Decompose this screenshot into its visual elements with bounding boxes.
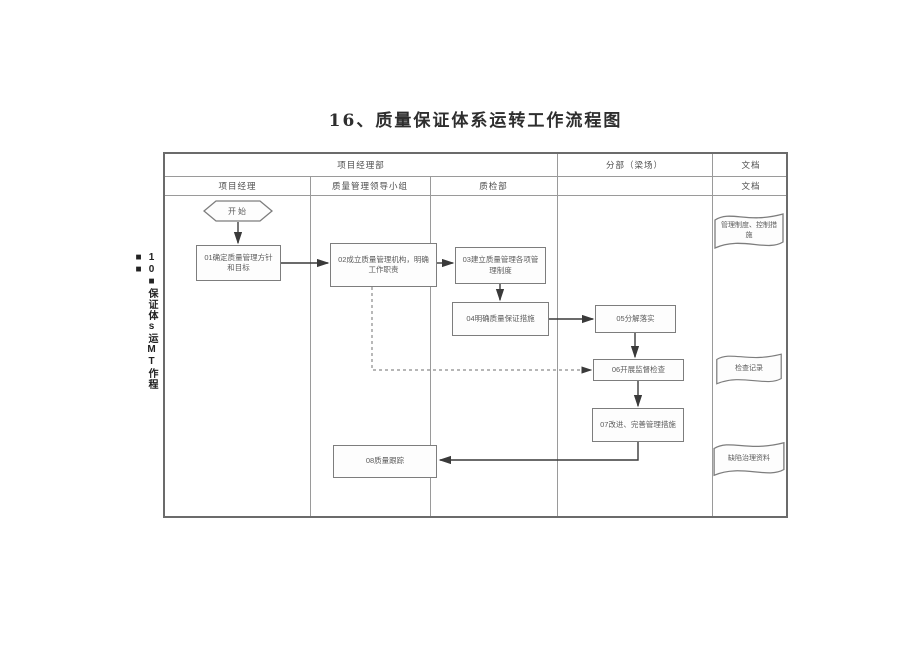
document-label: 管理制度、控制措施 — [721, 222, 777, 239]
side-margin-note: 10■保证体s运MT作程■■ — [133, 252, 157, 390]
hexagon-shape — [203, 200, 273, 222]
lane-subheader-docs: 文档 — [741, 180, 761, 191]
lane-header-project-dept: 项目经理部 — [337, 160, 385, 170]
lane-subheader-project-manager: 项目经理 — [218, 180, 257, 191]
step-02-box: 02成立质量管理机构，明确工作职责 — [330, 243, 437, 287]
start-node: 开始 — [203, 200, 273, 222]
lane-subheader-branch — [557, 176, 712, 195]
subheader-row-divider — [165, 195, 786, 196]
document-label: 检查记录 — [735, 365, 763, 373]
document-inspection-records: 检查记录 — [713, 349, 785, 389]
step-01-box: 01确定质量管理方针和目标 — [196, 245, 281, 281]
step-06-box: 06开展监督检查 — [593, 359, 684, 381]
lane-header-branch: 分部（梁场） — [605, 160, 663, 170]
lane-subheader-quality-leading-group: 质量管理领导小组 — [331, 180, 408, 191]
document-label: 缺陷治理资料 — [728, 455, 770, 463]
step-07-box: 07改进、完善管理措施 — [592, 408, 684, 442]
step-05-box: 05分解落实 — [595, 305, 676, 333]
document-management-rules: 管理制度、控制措施 — [711, 208, 787, 254]
lane-subheader-quality-inspection-dept: 质检部 — [479, 180, 508, 191]
flag-shape-icon — [716, 353, 782, 385]
flag-shape-icon — [713, 441, 785, 477]
start-label: 开始 — [228, 206, 248, 216]
step-03-box: 03建立质量管理各项管理制度 — [455, 247, 546, 284]
lane-divider-4 — [712, 154, 713, 516]
flag-shape-icon — [714, 213, 784, 250]
step-08-box: 08质量跟踪 — [333, 445, 437, 478]
step-04-box: 04明确质量保证措施 — [452, 302, 549, 336]
lane-divider-3 — [557, 154, 558, 516]
page-title: 16、质量保证体系运转工作流程图 — [328, 111, 623, 131]
document-defect-treatment: 缺陷治理资料 — [710, 437, 788, 481]
lane-header-docs: 文档 — [741, 160, 761, 170]
lane-divider-1 — [310, 176, 311, 516]
header-row-divider — [165, 176, 786, 177]
